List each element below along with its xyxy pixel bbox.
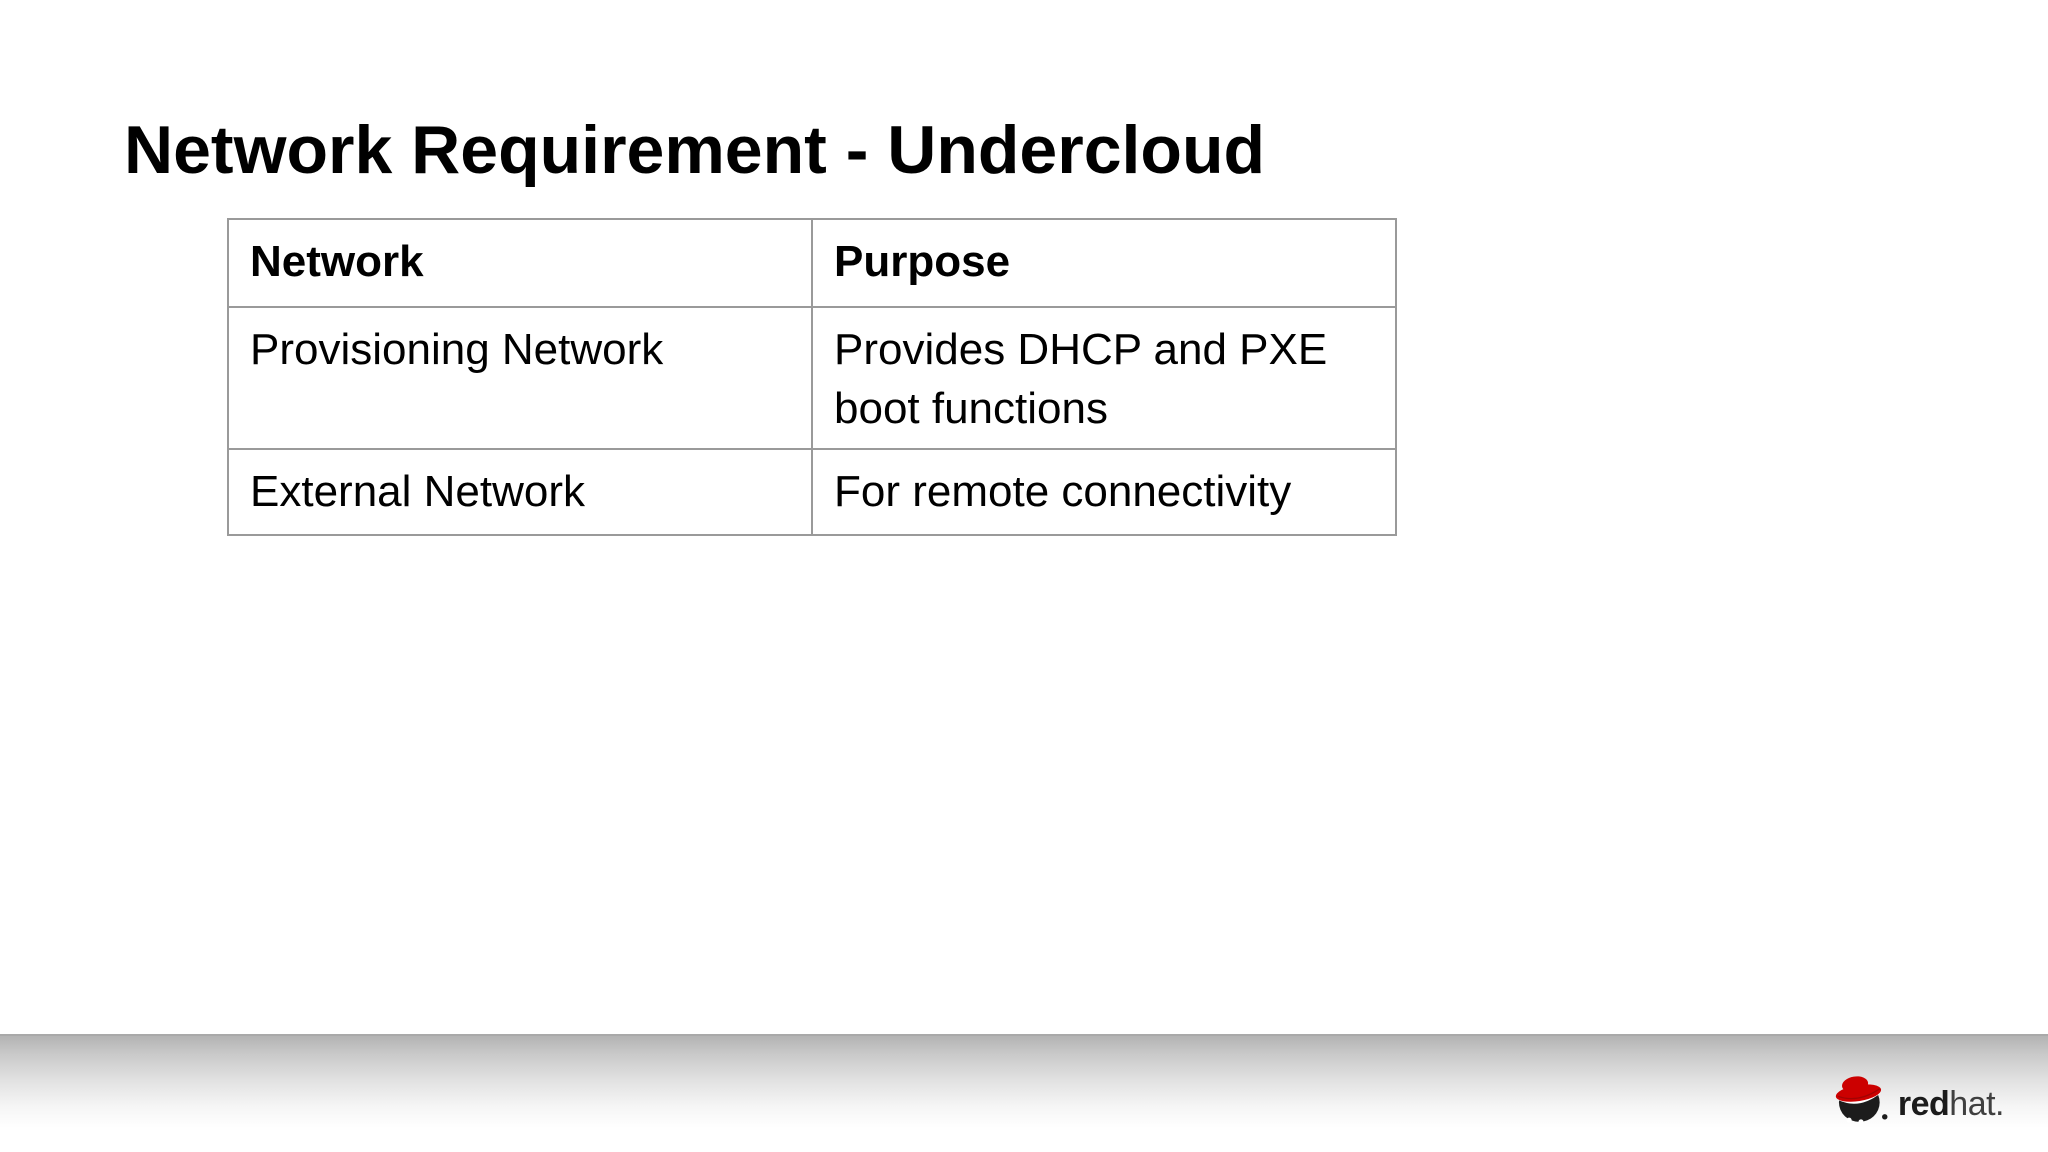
logo-text-hat: hat. <box>1949 1085 2004 1123</box>
table-row: Provisioning Network Provides DHCP and P… <box>227 305 1397 451</box>
cell-network-external: External Network <box>227 448 813 537</box>
logo-text-red: red <box>1897 1085 1950 1123</box>
redhat-wordmark: redhat. <box>1897 1085 2005 1126</box>
table-row: External Network For remote connectivity <box>227 448 1397 537</box>
cell-purpose-external: For remote connectivity <box>811 448 1397 537</box>
redhat-shadowman-icon <box>1833 1072 1889 1126</box>
cell-purpose-provisioning: Provides DHCP and PXE boot functions <box>811 305 1397 451</box>
column-header-purpose: Purpose <box>811 218 1397 308</box>
table-header-row: Network Purpose <box>227 218 1397 308</box>
cell-network-provisioning: Provisioning Network <box>227 305 813 451</box>
redhat-logo: redhat. <box>1833 1072 2004 1126</box>
footer-band: redhat. <box>0 1034 2048 1152</box>
slide-title: Network Requirement - Undercloud <box>124 112 1266 188</box>
network-requirements-table: Network Purpose Provisioning Network Pro… <box>227 218 1397 537</box>
column-header-network: Network <box>227 218 813 308</box>
